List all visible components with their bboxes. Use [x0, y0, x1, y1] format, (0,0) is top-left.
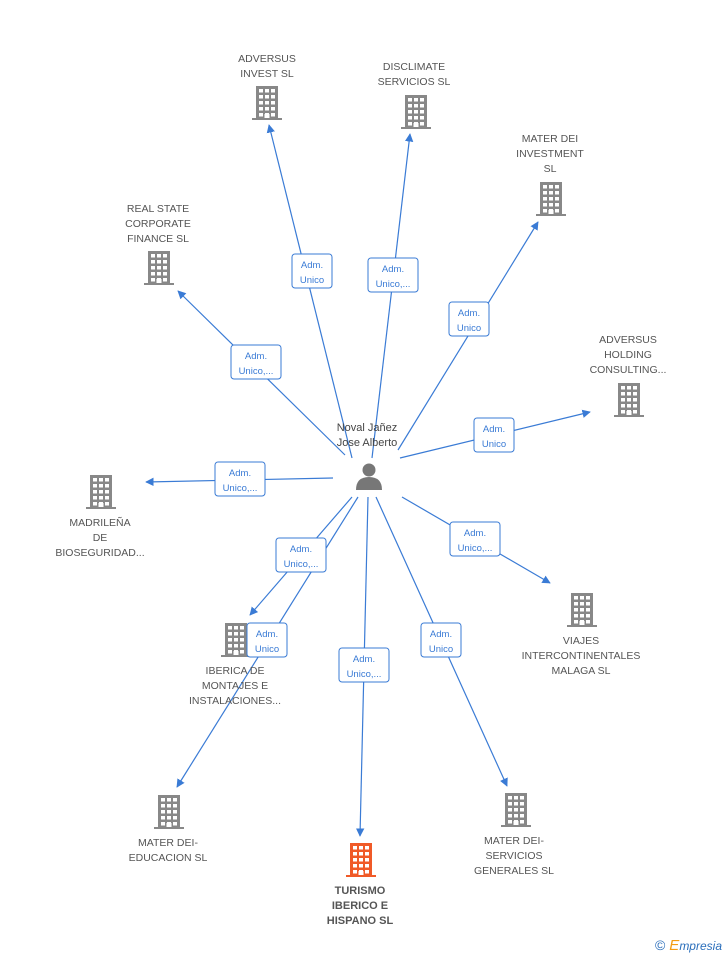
company-name-line: GENERALES SL	[474, 865, 554, 877]
company-name-line: MONTAJES E	[202, 680, 268, 692]
company-name-line: MATER DEI-	[138, 837, 198, 849]
company-node-mater-dei-educacion[interactable]: MATER DEI- EDUCACION SL	[129, 795, 208, 864]
building-icon	[567, 593, 597, 627]
company-name-line: CONSULTING...	[590, 364, 667, 376]
building-icon	[154, 795, 184, 829]
company-name-line: IBERICO E	[332, 900, 388, 912]
edge-label-adversus-holding[interactable]: Adm. Unico	[473, 417, 515, 453]
edge-label-text: Adm.	[256, 629, 278, 640]
company-name-line: HISPANO SL	[327, 915, 394, 927]
building-icon	[614, 383, 644, 417]
edge-label-text: Adm.	[353, 654, 375, 665]
company-name-line: INVEST SL	[240, 68, 294, 80]
edge-label-text: Unico	[255, 644, 279, 655]
company-node-turismo[interactable]: TURISMO IBERICO E HISPANO SL	[327, 843, 394, 927]
edge-label-text: Adm.	[430, 629, 452, 640]
edge-label-text: Adm.	[382, 264, 404, 275]
company-name-line: ADVERSUS	[599, 334, 657, 346]
copyright-symbol: ©	[654, 937, 666, 953]
company-node-iberica[interactable]: IBERICA DE MONTAJES E INSTALACIONES...	[189, 623, 281, 707]
company-name-line: INSTALACIONES...	[189, 695, 281, 707]
company-node-viajes[interactable]: VIAJES INTERCONTINENTALES MALAGA SL	[522, 593, 641, 677]
company-name-line: MALAGA SL	[552, 665, 611, 677]
edge-label-text: Unico,...	[376, 279, 411, 290]
edge-label-iberica[interactable]: Adm. Unico,...	[275, 537, 327, 573]
company-node-real-state[interactable]: REAL STATE CORPORATE FINANCE SL	[125, 203, 191, 285]
company-name-line: EDUCACION SL	[129, 852, 208, 864]
edge-label-turismo[interactable]: Adm. Unico,...	[338, 647, 390, 683]
person-name-line: Jose Alberto	[337, 437, 398, 449]
company-name-line: INTERCONTINENTALES	[522, 650, 641, 662]
building-icon	[501, 793, 531, 827]
edge-label-text: Unico	[482, 439, 506, 450]
company-name-line: DE	[93, 532, 108, 544]
building-icon	[86, 475, 116, 509]
edge-label-disclimate[interactable]: Adm. Unico,...	[367, 257, 419, 293]
edge-labels: Adm.UnicoAdm.Unico,...Adm.UnicoAdm.Unico…	[214, 253, 515, 683]
company-name-line: MATER DEI-	[484, 835, 544, 847]
company-node-adversus-invest[interactable]: ADVERSUS INVEST SL	[238, 53, 296, 120]
company-name-line: SL	[544, 163, 557, 175]
edge-label-text: Adm.	[290, 544, 312, 555]
edge-label-text: Unico,...	[223, 483, 258, 494]
company-node-mater-dei-servicios[interactable]: MATER DEI- SERVICIOS GENERALES SL	[474, 793, 554, 877]
building-icon	[536, 182, 566, 216]
company-name-line: SERVICIOS SL	[378, 76, 451, 88]
company-name-line: BIOSEGURIDAD...	[55, 547, 144, 559]
edge-label-madrilena[interactable]: Adm. Unico,...	[214, 461, 266, 497]
company-name-line: MADRILEÑA	[69, 516, 130, 529]
building-icon	[401, 95, 431, 129]
edge-label-viajes[interactable]: Adm. Unico,...	[449, 521, 501, 557]
edge-label-text: Adm.	[301, 260, 323, 271]
building-icon	[144, 251, 174, 285]
edge-line-disclimate	[371, 133, 414, 459]
person-name-line: Noval Jañez	[337, 422, 398, 434]
edge-label-text: Unico	[300, 275, 324, 286]
company-name-line: FINANCE SL	[127, 233, 189, 245]
company-name-line: INVESTMENT	[516, 148, 584, 160]
edge-label-adversus-invest[interactable]: Adm. Unico	[291, 253, 333, 289]
company-name-line: DISCLIMATE	[383, 61, 445, 73]
edge-label-mater-dei-servicios[interactable]: Adm. Unico	[420, 622, 462, 658]
person-icon	[356, 463, 382, 490]
edge-label-text: Adm.	[458, 308, 480, 319]
company-name-line: REAL STATE	[127, 203, 189, 215]
edge-label-text: Unico	[429, 644, 453, 655]
edge-label-text: Adm.	[483, 424, 505, 435]
brand-logo-text: mpresia	[679, 939, 722, 953]
edge-label-mater-dei-investment[interactable]: Adm. Unico	[448, 301, 490, 337]
edge-label-mater-dei-educacion[interactable]: Adm. Unico	[246, 622, 288, 658]
edge-line-adversus-invest	[266, 124, 353, 459]
company-name-line: SERVICIOS	[486, 850, 543, 862]
edge-label-text: Unico,...	[284, 559, 319, 570]
company-name-line: HOLDING	[604, 349, 652, 361]
company-name-line: TURISMO	[335, 885, 386, 897]
company-node-madrilena[interactable]: MADRILEÑA DE BIOSEGURIDAD...	[55, 475, 145, 559]
company-node-disclimate[interactable]: DISCLIMATE SERVICIOS SL	[378, 61, 451, 129]
edge-label-real-state[interactable]: Adm. Unico,...	[230, 344, 282, 380]
company-node-mater-dei-investment[interactable]: MATER DEI INVESTMENT SL	[516, 133, 584, 216]
edge-label-text: Unico	[457, 323, 481, 334]
building-icon	[252, 86, 282, 120]
edge-label-text: Unico,...	[458, 543, 493, 554]
company-node-adversus-holding[interactable]: ADVERSUS HOLDING CONSULTING...	[590, 334, 667, 417]
company-name-line: ADVERSUS	[238, 53, 296, 65]
company-name-line: IBERICA DE	[206, 665, 265, 677]
edge-label-text: Unico,...	[239, 366, 274, 377]
brand-footer: ©Empresia	[655, 937, 722, 954]
company-name-line: MATER DEI	[522, 133, 578, 145]
edge-label-text: Adm.	[464, 528, 486, 539]
company-name-line: VIAJES	[563, 635, 599, 647]
edge-label-text: Adm.	[245, 351, 267, 362]
building-icon	[346, 843, 376, 877]
building-icon	[221, 623, 251, 657]
edge-label-text: Adm.	[229, 468, 251, 479]
edge-label-text: Unico,...	[347, 669, 382, 680]
brand-logo-letter: E	[669, 937, 680, 954]
company-name-line: CORPORATE	[125, 218, 191, 230]
